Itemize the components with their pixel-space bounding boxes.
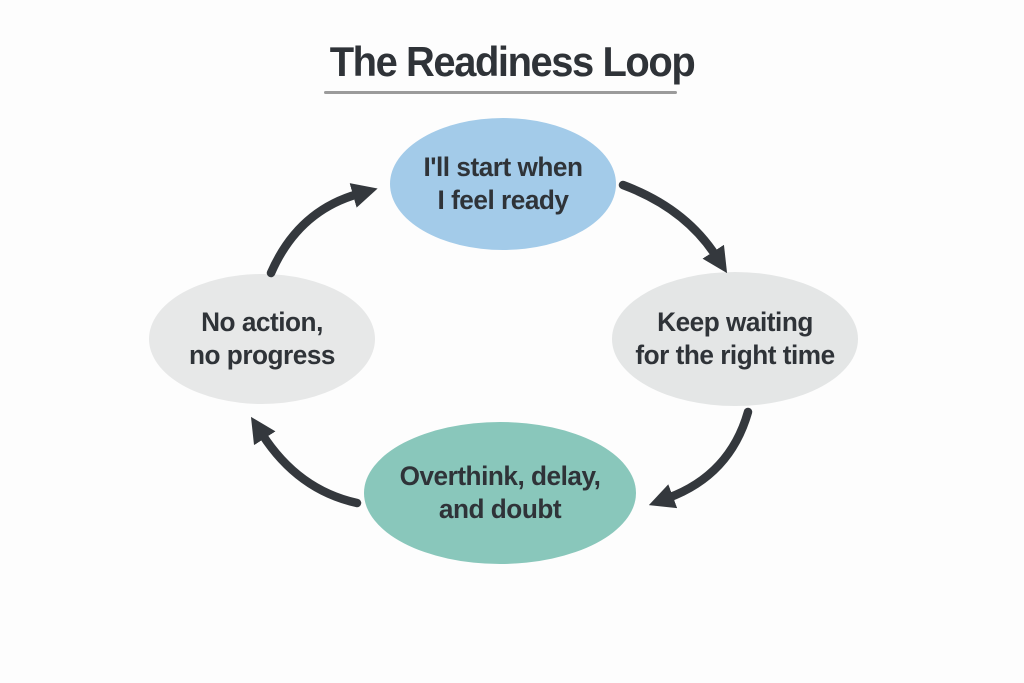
node-label-left: No action, no progress [188,306,336,370]
node-label-right: Keep waiting for the right time [635,306,835,370]
arrow-left-to-top [266,183,378,278]
arrow-right-to-bottom [648,407,753,509]
arrow-bottom-to-left [250,416,362,508]
arrow-top-to-right [618,180,728,274]
node-ellipse-top [390,118,616,250]
node-label-bottom: Overthink, delay, and doubt [399,460,601,524]
node-label-top: I'll start when I feel ready [423,151,583,215]
node-ellipse-left [149,274,375,404]
page-title: The Readiness Loop [329,38,696,85]
title-underline [324,91,677,94]
node-ellipse-right [612,272,858,406]
node-ellipse-bottom [364,422,636,564]
